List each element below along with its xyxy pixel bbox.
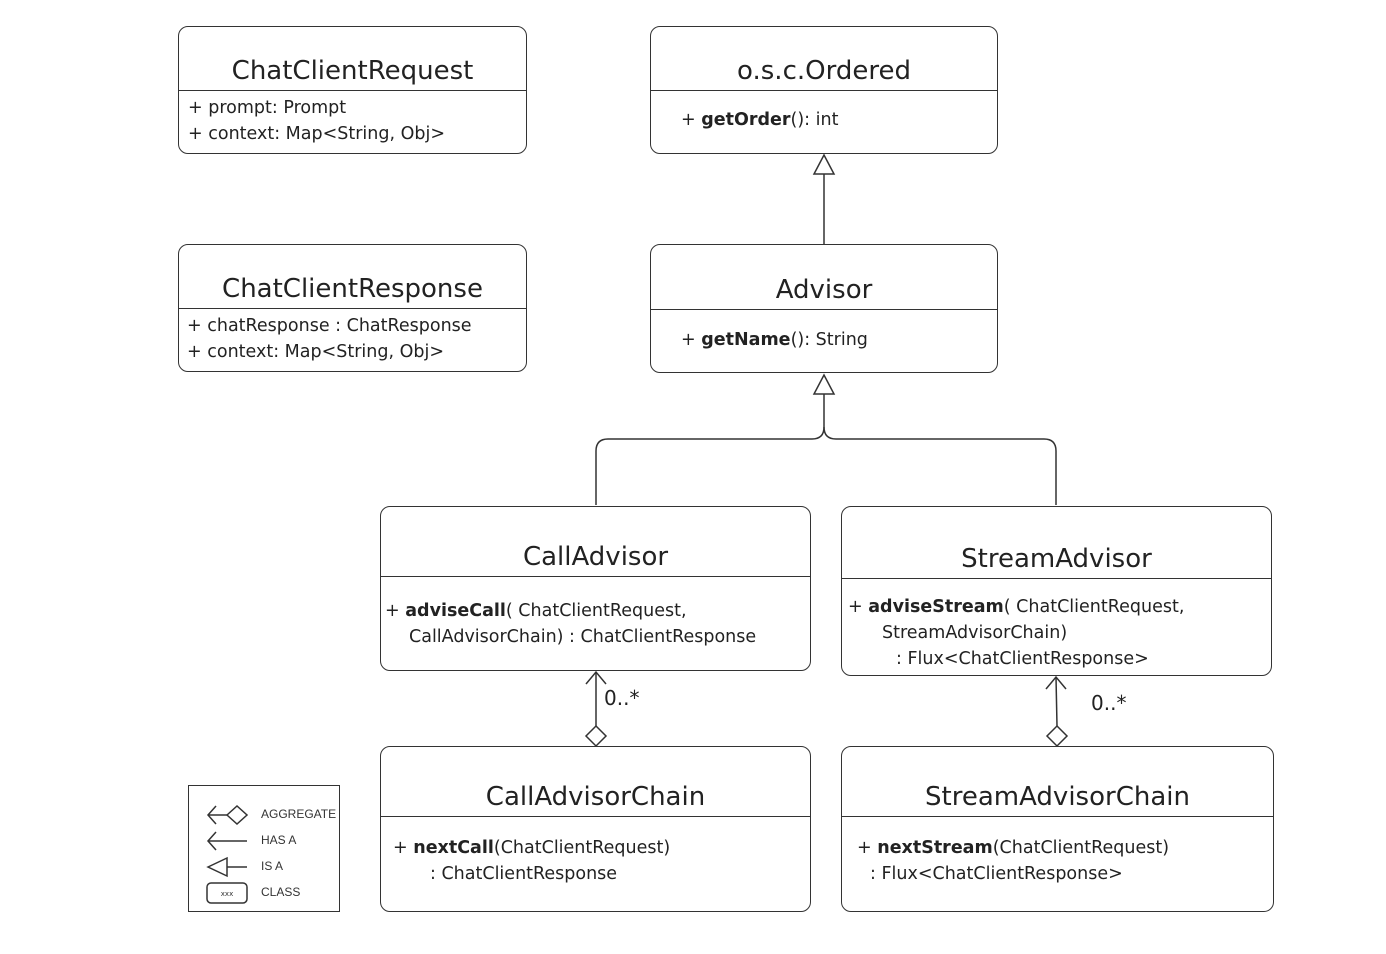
member-signature: ( ChatClientRequest, [505,601,687,621]
member-line: : ChatClientResponse [393,861,810,887]
method-name: adviseStream [868,597,1004,617]
member-line: + getName(): String [681,327,997,353]
member-line: + nextStream(ChatClientRequest) [857,835,1273,861]
member-list: + getName(): String [651,310,997,353]
visibility-marker: + [385,601,406,621]
member-list: + prompt: Prompt+ context: Map<String, O… [179,91,526,147]
is-a-connector-advisor-ordered [812,153,836,244]
method-name: getOrder [701,110,791,130]
class-advisor: Advisor + getName(): String [650,244,998,373]
legend-label-is-a: IS A [261,859,284,873]
multiplicity-label-call: 0..* [604,686,640,710]
class-name: CallAdvisor [381,507,810,577]
class-ordered: o.s.c.Ordered + getOrder(): int [650,26,998,154]
member-list: + nextStream(ChatClientRequest) : Flux<Ch… [842,817,1273,887]
legend-label-has-a: HAS A [261,833,297,847]
class-call-advisor-chain: CallAdvisorChain + nextCall(ChatClientRe… [380,746,811,912]
member-signature: context: Map<String, Obj> [207,342,445,362]
multiplicity-label-stream: 0..* [1091,691,1127,715]
member-signature: (ChatClientRequest) [992,838,1170,858]
legend-row-class: xxx CLASS [189,880,339,906]
visibility-marker: + [681,110,702,130]
member-line: + adviseStream( ChatClientRequest, [848,594,1271,620]
class-name: ChatClientResponse [179,245,526,309]
legend: AGGREGATE HAS A IS A xxx CLASS [188,785,340,912]
aggregate-connector-stream [1045,675,1069,748]
hollow-triangle-icon [206,856,247,878]
class-name: o.s.c.Ordered [651,27,997,91]
class-name: CallAdvisorChain [381,747,810,817]
member-line: + adviseCall( ChatClientRequest, [385,598,810,624]
member-list: + getOrder(): int [651,91,997,133]
member-line: + getOrder(): int [681,107,997,133]
member-line: + context: Map<String, Obj> [187,339,526,365]
class-chat-client-response: ChatClientResponse + chatResponse : Chat… [178,244,527,372]
aggregate-arrow-icon [206,804,249,826]
visibility-marker: + [857,838,878,858]
member-signature: : Flux<ChatClientResponse> [870,864,1123,884]
method-name: adviseCall [405,601,506,621]
member-signature: (ChatClientRequest) [493,838,671,858]
member-signature: ( ChatClientRequest, [1003,597,1185,617]
legend-label-aggregate: AGGREGATE [261,807,337,821]
legend-label-class: CLASS [261,885,301,899]
legend-row-is-a: IS A [189,854,339,880]
member-line: : Flux<ChatClientResponse> [848,646,1271,672]
member-signature: (): int [790,110,839,130]
class-name: StreamAdvisorChain [842,747,1273,817]
member-line: : Flux<ChatClientResponse> [857,861,1273,887]
method-name: nextCall [413,838,494,858]
aggregate-connector-call [584,670,608,748]
member-line: StreamAdvisorChain) [848,620,1271,646]
member-line: + nextCall(ChatClientRequest) [393,835,810,861]
member-signature: : Flux<ChatClientResponse> [896,649,1149,669]
open-arrow-icon [206,831,247,851]
visibility-marker: + [848,597,869,617]
method-name: getName [701,330,791,350]
rounded-box-icon: xxx [206,882,248,904]
visibility-marker: + [188,98,209,118]
member-line: + chatResponse : ChatResponse [187,313,526,339]
class-name: Advisor [651,245,997,310]
member-line: + context: Map<String, Obj> [188,121,526,147]
member-list: + nextCall(ChatClientRequest) : ChatClien… [381,817,810,887]
member-list: + adviseStream( ChatClientRequest, Stream… [842,579,1271,672]
visibility-marker: + [187,316,208,336]
class-call-advisor: CallAdvisor + adviseCall( ChatClientRequ… [380,506,811,671]
member-signature: StreamAdvisorChain) [882,623,1068,643]
member-signature: chatResponse : ChatResponse [207,316,472,336]
class-name: StreamAdvisor [842,507,1271,579]
member-list: + adviseCall( ChatClientRequest, CallAdvi… [381,577,810,650]
visibility-marker: + [188,124,209,144]
class-icon-text: xxx [221,890,233,898]
member-signature: context: Map<String, Obj> [208,124,446,144]
class-chat-client-request: ChatClientRequest + prompt: Prompt+ cont… [178,26,527,154]
member-signature: prompt: Prompt [208,98,347,118]
member-signature: CallAdvisorChain) : ChatClientResponse [409,627,757,647]
member-line: CallAdvisorChain) : ChatClientResponse [385,624,810,650]
class-stream-advisor-chain: StreamAdvisorChain + nextStream(ChatClie… [841,746,1274,912]
class-stream-advisor: StreamAdvisor + adviseStream( ChatClient… [841,506,1272,676]
method-name: nextStream [877,838,993,858]
member-signature: (): String [790,330,868,350]
member-signature: : ChatClientResponse [430,864,618,884]
member-line: + prompt: Prompt [188,95,526,121]
visibility-marker: + [681,330,702,350]
member-list: + chatResponse : ChatResponse+ context: … [179,309,526,365]
visibility-marker: + [393,838,414,858]
legend-row-has-a: HAS A [189,828,339,854]
legend-row-aggregate: AGGREGATE [189,802,339,828]
is-a-connector-advisors-advisor [595,373,1057,505]
class-name: ChatClientRequest [179,27,526,91]
visibility-marker: + [187,342,208,362]
